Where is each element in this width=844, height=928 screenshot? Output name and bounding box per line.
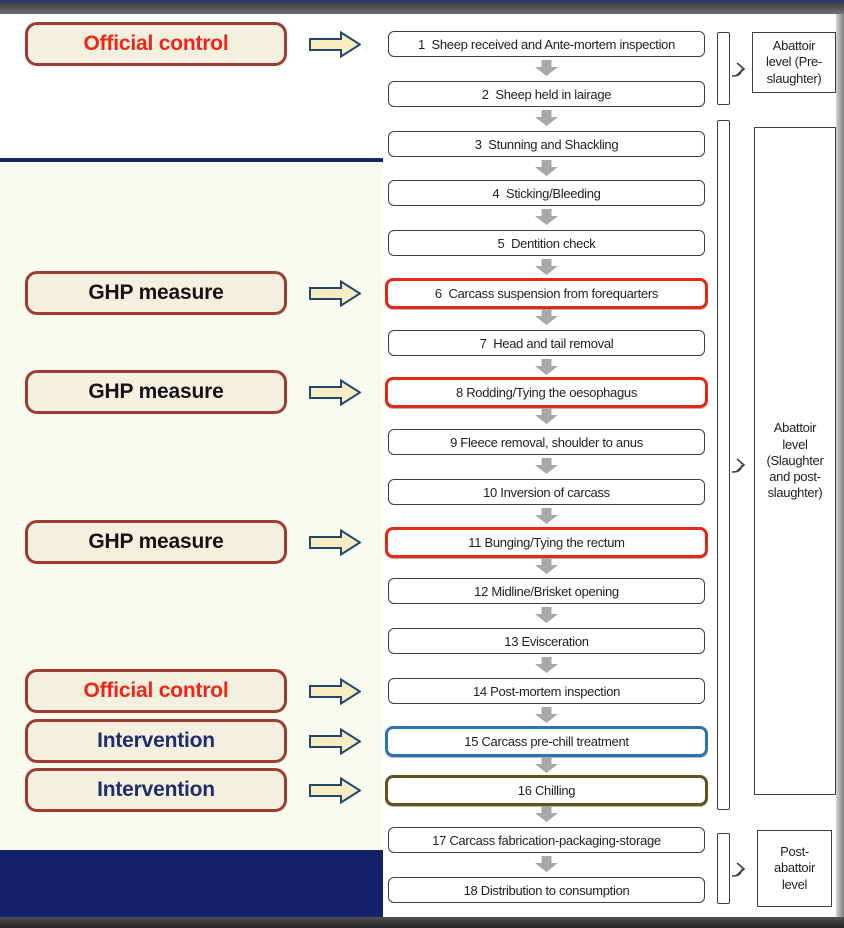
viewer-bottom-bar <box>0 917 844 928</box>
annotation-label: Official control <box>25 22 287 66</box>
right-arrow-icon <box>309 378 362 407</box>
down-arrow-icon <box>535 408 558 424</box>
down-arrow-icon <box>535 60 558 76</box>
down-arrow-icon <box>535 657 558 673</box>
flow-step: 8 Rodding/Tying the oesophagus <box>385 377 708 408</box>
flow-step: 16 Chilling <box>385 775 708 806</box>
down-arrow-icon <box>535 259 558 275</box>
bracket <box>717 833 730 904</box>
flow-step: 14 Post-mortem inspection <box>388 678 705 704</box>
annotation-label: Intervention <box>25 719 287 763</box>
down-arrow-icon <box>535 209 558 225</box>
annotation-label: GHP measure <box>25 520 287 564</box>
down-arrow-icon <box>535 607 558 623</box>
right-arrow-icon <box>309 677 362 706</box>
bracket <box>717 32 730 105</box>
bracket-arrow-icon <box>731 860 753 878</box>
bracket-arrow-icon <box>731 60 753 78</box>
viewer-top-bar <box>0 0 844 14</box>
annotation-label: Official control <box>25 669 287 713</box>
flow-step: 2 Sheep held in lairage <box>388 81 705 107</box>
right-arrow-icon <box>309 727 362 756</box>
annotation-label: GHP measure <box>25 370 287 414</box>
navy-footer-block <box>0 850 383 917</box>
flow-step: 10 Inversion of carcass <box>388 479 705 505</box>
down-arrow-icon <box>535 508 558 524</box>
down-arrow-icon <box>535 160 558 176</box>
flow-step: 5 Dentition check <box>388 230 705 256</box>
flow-step: 13 Evisceration <box>388 628 705 654</box>
viewer-right-edge <box>836 14 844 917</box>
down-arrow-icon <box>535 359 558 375</box>
right-arrow-icon <box>309 279 362 308</box>
level-label: Abattoir level (Slaughter and post- slau… <box>754 127 836 795</box>
flow-step: 18 Distribution to consumption <box>388 877 705 903</box>
down-arrow-icon <box>535 806 558 822</box>
level-label: Post- abattoir level <box>757 830 832 907</box>
right-arrow-icon <box>309 528 362 557</box>
right-arrow-icon <box>309 30 362 59</box>
flow-step: 3 Stunning and Shackling <box>388 131 705 157</box>
right-arrow-icon <box>309 776 362 805</box>
down-arrow-icon <box>535 856 558 872</box>
bracket-arrow-icon <box>731 456 753 474</box>
down-arrow-icon <box>535 558 558 574</box>
down-arrow-icon <box>535 110 558 126</box>
bracket <box>717 120 730 810</box>
flow-step: 4 Sticking/Bleeding <box>388 180 705 206</box>
down-arrow-icon <box>535 309 558 325</box>
down-arrow-icon <box>535 707 558 723</box>
flow-step: 12 Midline/Brisket opening <box>388 578 705 604</box>
flow-step: 9 Fleece removal, shoulder to anus <box>388 429 705 455</box>
level-label: Abattoir level (Pre- slaughter) <box>752 32 836 93</box>
flow-step: 11 Bunging/Tying the rectum <box>385 527 708 558</box>
down-arrow-icon <box>535 757 558 773</box>
annotation-label: GHP measure <box>25 271 287 315</box>
down-arrow-icon <box>535 458 558 474</box>
flow-step: 1 Sheep received and Ante-mortem inspect… <box>388 31 705 57</box>
flow-step: 15 Carcass pre-chill treatment <box>385 726 708 757</box>
flow-step: 7 Head and tail removal <box>388 330 705 356</box>
flow-step: 6 Carcass suspension from forequarters <box>385 278 708 309</box>
annotation-label: Intervention <box>25 768 287 812</box>
flow-step: 17 Carcass fabrication-packaging-storage <box>388 827 705 853</box>
navy-divider-line <box>0 158 383 162</box>
